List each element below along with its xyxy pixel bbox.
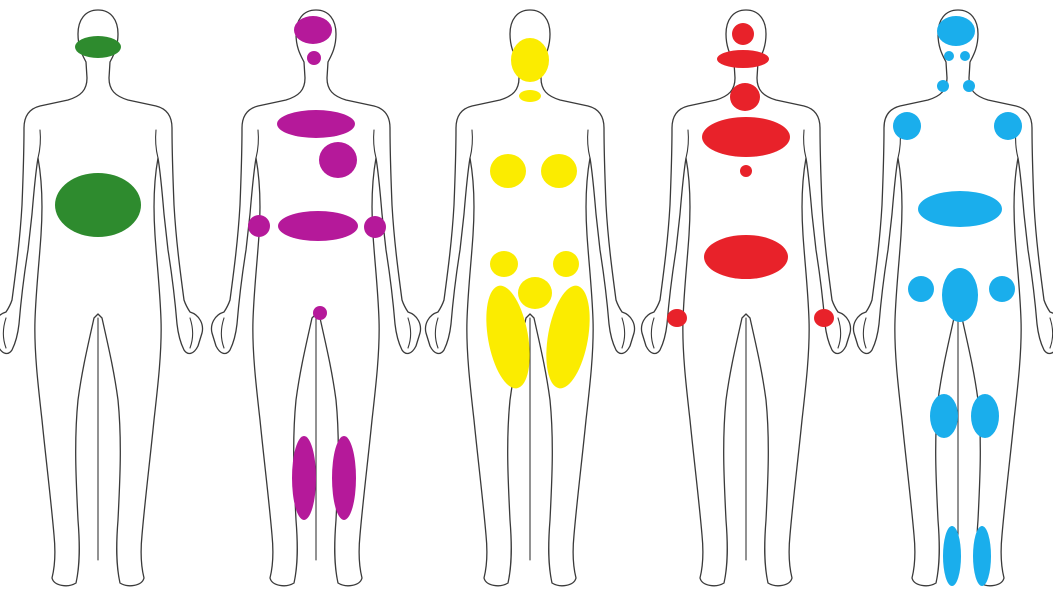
region-right-knee (930, 394, 958, 438)
region-right-breast (490, 154, 526, 188)
region-left-wrist (814, 309, 834, 327)
figure-4 (642, 10, 851, 586)
region-groin (313, 306, 327, 320)
region-abdomen (55, 173, 141, 237)
region-forehead (75, 36, 121, 58)
region-left-shoulder (994, 112, 1022, 140)
region-right-wrist (667, 309, 687, 327)
region-right-hip (490, 251, 518, 277)
body-outline-1 (0, 10, 203, 586)
region-left-cheek (963, 80, 975, 92)
region-right-arm (248, 215, 270, 237)
region-face (511, 38, 549, 82)
region-crown (732, 23, 754, 45)
region-right-ankle (943, 526, 961, 586)
region-sternum (740, 165, 752, 177)
region-left-arm (364, 216, 386, 238)
region-throat (307, 51, 321, 65)
figure-2 (212, 10, 421, 586)
region-neck (519, 90, 541, 102)
region-left-eye (960, 51, 970, 61)
region-left-breast (319, 142, 357, 178)
region-jaw (717, 50, 769, 68)
region-right-eye (944, 51, 954, 61)
figure-3 (426, 10, 635, 586)
figure-5 (854, 10, 1053, 586)
body-outline-2 (212, 10, 421, 586)
region-right-cheek (937, 80, 949, 92)
region-crown (294, 16, 332, 44)
region-head (937, 16, 975, 46)
region-pubis (518, 277, 552, 309)
figure-1 (0, 10, 203, 586)
region-left-knee (971, 394, 999, 438)
region-waist (918, 191, 1002, 227)
region-waist (278, 211, 358, 241)
region-left-hip (989, 276, 1015, 302)
region-left-breast (541, 154, 577, 188)
region-right-hip (908, 276, 934, 302)
region-belly (704, 235, 788, 279)
region-upper-chest (277, 110, 355, 138)
region-pelvis (942, 268, 978, 322)
region-chest (702, 117, 790, 157)
region-left-shin (332, 436, 356, 520)
region-left-hip (553, 251, 579, 277)
region-right-shoulder (893, 112, 921, 140)
region-right-shin (292, 436, 316, 520)
region-throat (730, 83, 760, 111)
region-left-ankle (973, 526, 991, 586)
